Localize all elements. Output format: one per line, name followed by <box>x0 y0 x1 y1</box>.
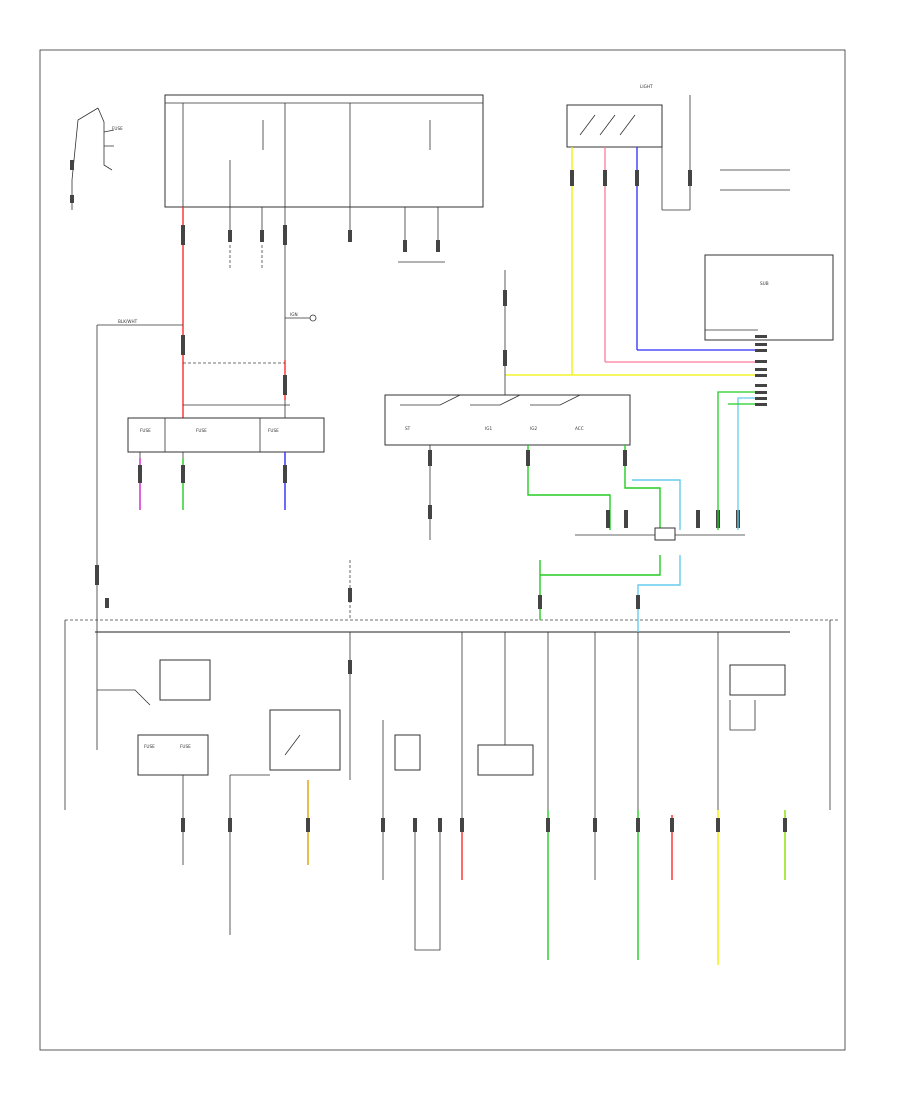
green-wire-right <box>717 391 758 530</box>
svg-text:FUSE: FUSE <box>140 428 151 433</box>
lower-circuits: FUSE FUSE <box>96 632 787 965</box>
svg-text:FUSE: FUSE <box>268 428 279 433</box>
lightblue-wire-right <box>737 397 758 530</box>
underhood-fuse-box <box>164 94 484 208</box>
svg-text:FUSE: FUSE <box>144 744 155 749</box>
main-bus <box>64 325 840 810</box>
diagram-border <box>39 49 846 1051</box>
starting-system-ground: FUSE <box>70 107 123 210</box>
lightblue-bus-feed <box>637 555 681 632</box>
svg-text:IGN: IGN <box>290 312 298 317</box>
svg-text:IG1: IG1 <box>485 426 492 431</box>
combination-switch-wires: LIGHT SUB <box>503 84 834 530</box>
svg-text:FUSE: FUSE <box>112 126 123 131</box>
fuse-box-outputs: IGN BLK/WHT <box>97 207 445 450</box>
svg-text:IG2: IG2 <box>530 426 537 431</box>
svg-text:SUB: SUB <box>760 281 769 286</box>
svg-text:FUSE: FUSE <box>196 428 207 433</box>
power-distribution-box: FUSE FUSE FUSE <box>127 404 325 510</box>
ignition-output-wires <box>526 445 681 530</box>
green-wire-ign <box>527 445 611 530</box>
lightblue-wire-ign <box>632 479 681 530</box>
svg-text:LIGHT: LIGHT <box>640 84 653 89</box>
svg-text:ST: ST <box>405 426 411 431</box>
ignition-switch: ST IG1 IG2 ACC <box>384 394 631 540</box>
green-bus-feed2 <box>540 555 661 576</box>
svg-text:FUSE: FUSE <box>180 744 191 749</box>
green-wire-ign2 <box>624 445 661 530</box>
right-connector-pins <box>755 335 767 406</box>
svg-text:BLK/WHT: BLK/WHT <box>118 319 138 324</box>
svg-text:ACC: ACC <box>575 426 584 431</box>
